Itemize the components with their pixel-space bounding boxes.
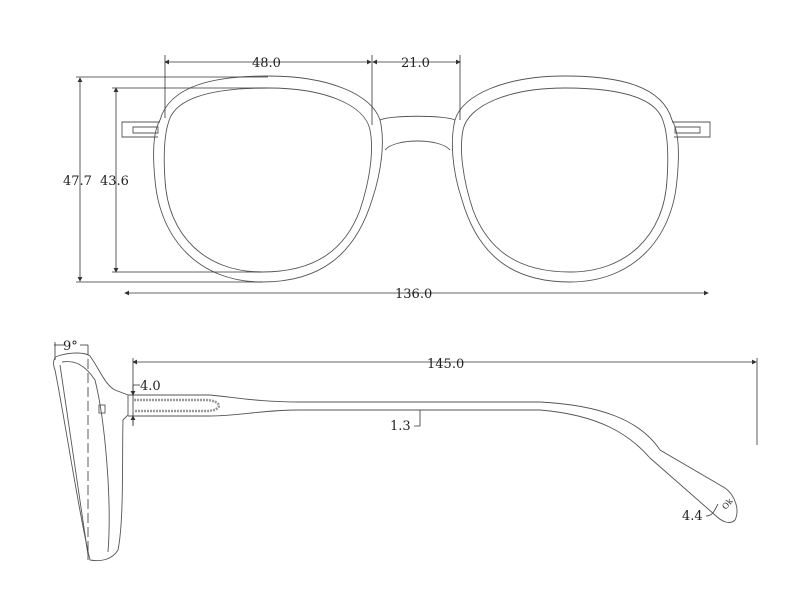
front-frame-profile: [53, 352, 129, 562]
hinge-height-label: 4.0: [140, 379, 161, 394]
lens-width-label: 48.0: [252, 56, 281, 71]
dimension-lines: [76, 55, 709, 296]
bridge: [379, 115, 456, 151]
bridge-width-label: 21.0: [401, 56, 430, 71]
left-rim-outer: [153, 75, 383, 283]
right-rim-outer: [451, 75, 679, 283]
temple-length-label: 145.0: [427, 357, 464, 372]
temple: [128, 394, 738, 523]
hinge-screw: [98, 404, 106, 414]
pantoscopic-angle-label: 9°: [63, 339, 78, 354]
temple-core-wire: [134, 398, 221, 413]
side-view: Ok 9° 145.0 4.0 1.3 4.4: [53, 339, 758, 562]
front-view: 48.0 21.0 47.7 43.6 136.0: [63, 55, 711, 302]
temple-thickness-label: 1.3: [390, 419, 411, 434]
right-hinge: [672, 121, 711, 138]
temple-tip-width-label: 4.4: [682, 509, 703, 524]
lens-height-label: 43.6: [100, 174, 129, 189]
frame-height-label: 47.7: [63, 174, 92, 189]
left-lens: [163, 87, 372, 273]
lens-profile: [59, 361, 110, 556]
side-dimension-lines: [54, 342, 758, 517]
temple-tip-logo: Ok: [720, 497, 734, 512]
right-lens: [461, 87, 669, 273]
total-width-label: 136.0: [395, 287, 432, 302]
left-hinge: [121, 121, 160, 138]
